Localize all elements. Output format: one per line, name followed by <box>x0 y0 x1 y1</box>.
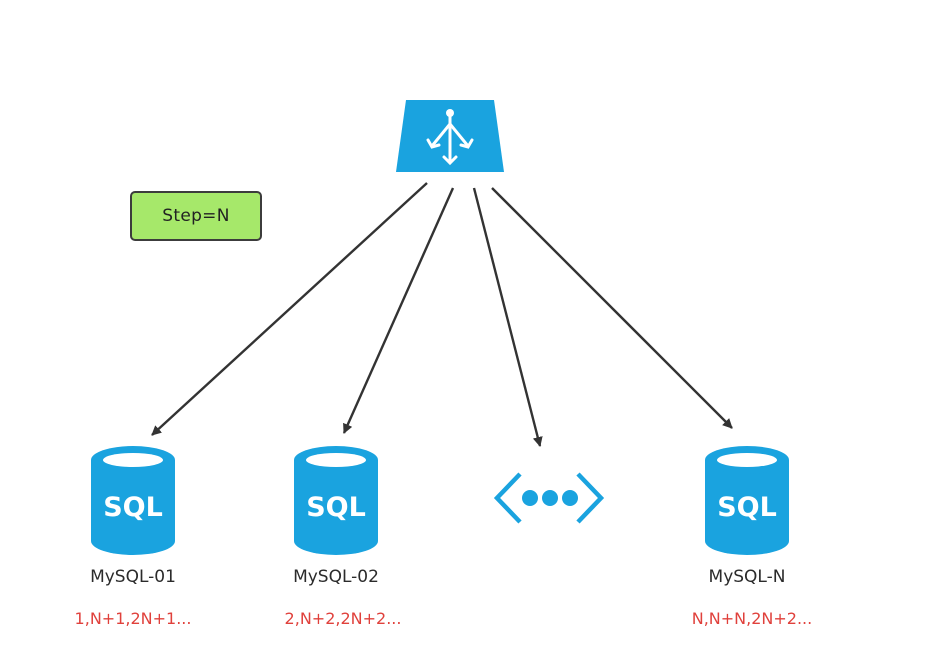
sql-database-icon: SQL <box>705 446 789 555</box>
node-sequence-mysql-02: 2,N+2,2N+2... <box>284 609 402 628</box>
sql-database-icon: SQL <box>294 446 378 555</box>
sql-icon-text: SQL <box>717 492 777 523</box>
load-balancer-icon <box>396 100 504 172</box>
sql-database-icon: SQL <box>91 446 175 555</box>
arrow-to-mysql-01 <box>151 182 428 436</box>
sql-icon-text: SQL <box>306 492 366 523</box>
sql-icon-text: SQL <box>103 492 163 523</box>
node-sequence-mysql-n: N,N+N,2N+2... <box>691 609 813 628</box>
step-box: Step=N <box>130 191 262 241</box>
node-label-mysql-01: MySQL-01 <box>90 567 176 587</box>
arrow-to-mysql-02 <box>342 187 455 434</box>
node-label-mysql-n: MySQL-N <box>708 567 786 587</box>
node-label-mysql-02: MySQL-02 <box>293 567 379 587</box>
node-sequence-mysql-01: 1,N+1,2N+1... <box>74 609 192 628</box>
step-label: Step=N <box>162 206 230 226</box>
arrow-to-mysql-n <box>491 187 733 429</box>
arrow-to-ellipsis <box>472 187 543 447</box>
ellipsis-more-icon <box>493 472 605 524</box>
